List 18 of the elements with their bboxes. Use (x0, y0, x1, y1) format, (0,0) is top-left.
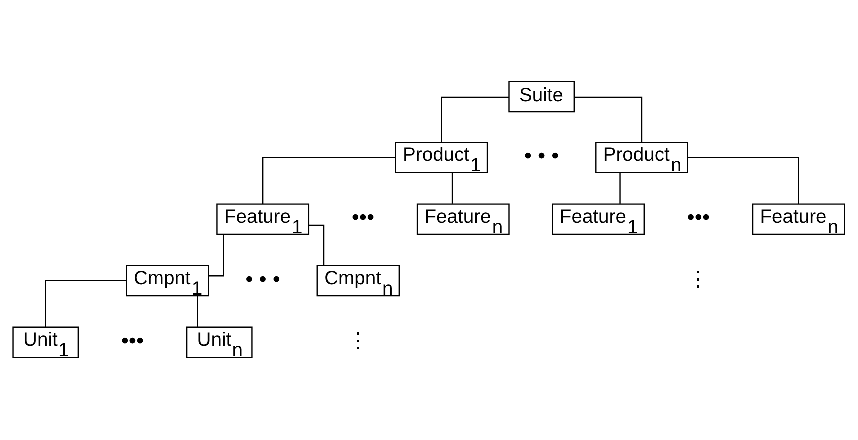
label: ••• (352, 204, 375, 230)
connector (688, 157, 800, 204)
label: ⋮ (688, 266, 710, 292)
node-box: Suite (508, 81, 576, 113)
label: • • • (246, 266, 281, 292)
connector (262, 157, 396, 204)
connector (197, 296, 198, 328)
connector (308, 224, 325, 266)
connector (620, 173, 621, 204)
label: ⋮ (347, 328, 370, 353)
connector (574, 96, 643, 143)
label: ••• (121, 328, 144, 353)
connector (452, 173, 454, 204)
label: • • • (524, 143, 560, 168)
connector (45, 280, 126, 328)
connector (441, 96, 510, 143)
connector (209, 234, 224, 277)
label: ••• (687, 204, 710, 230)
